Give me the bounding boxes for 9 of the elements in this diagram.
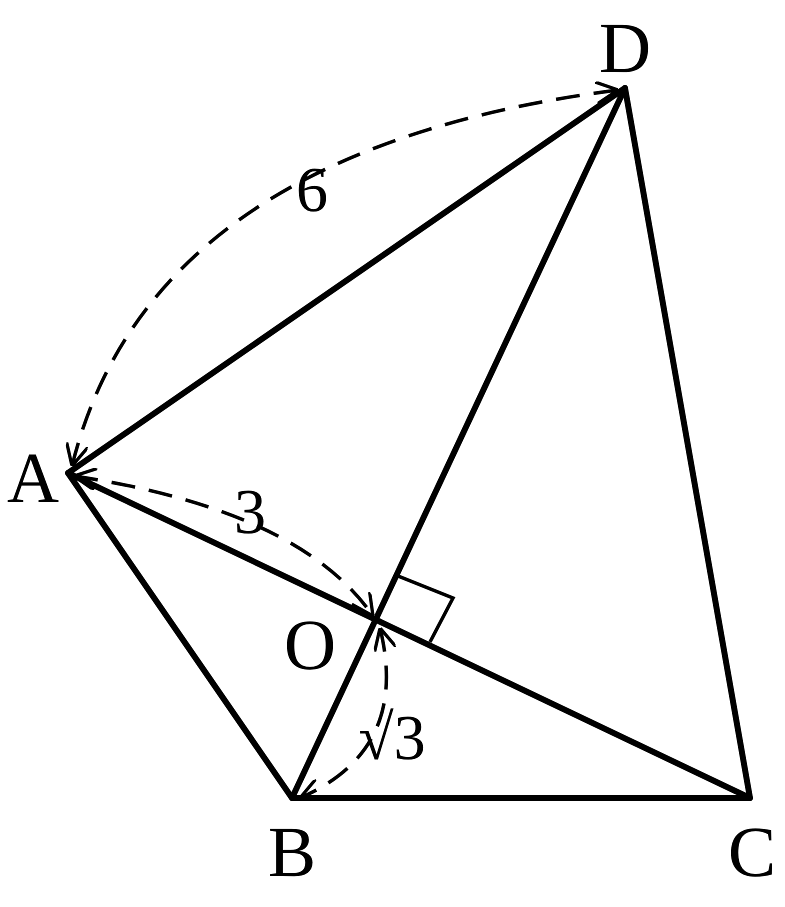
vertex-label: B (268, 816, 316, 888)
vertex-label: A (7, 442, 59, 514)
line-segment (622, 85, 753, 801)
vertex-label: O (284, 609, 336, 681)
length-label: 6 (296, 158, 328, 222)
vertex-label: C (728, 816, 776, 888)
vertex-label: D (599, 12, 651, 84)
length-label: √3 (358, 706, 426, 770)
length-label: 3 (234, 480, 266, 544)
